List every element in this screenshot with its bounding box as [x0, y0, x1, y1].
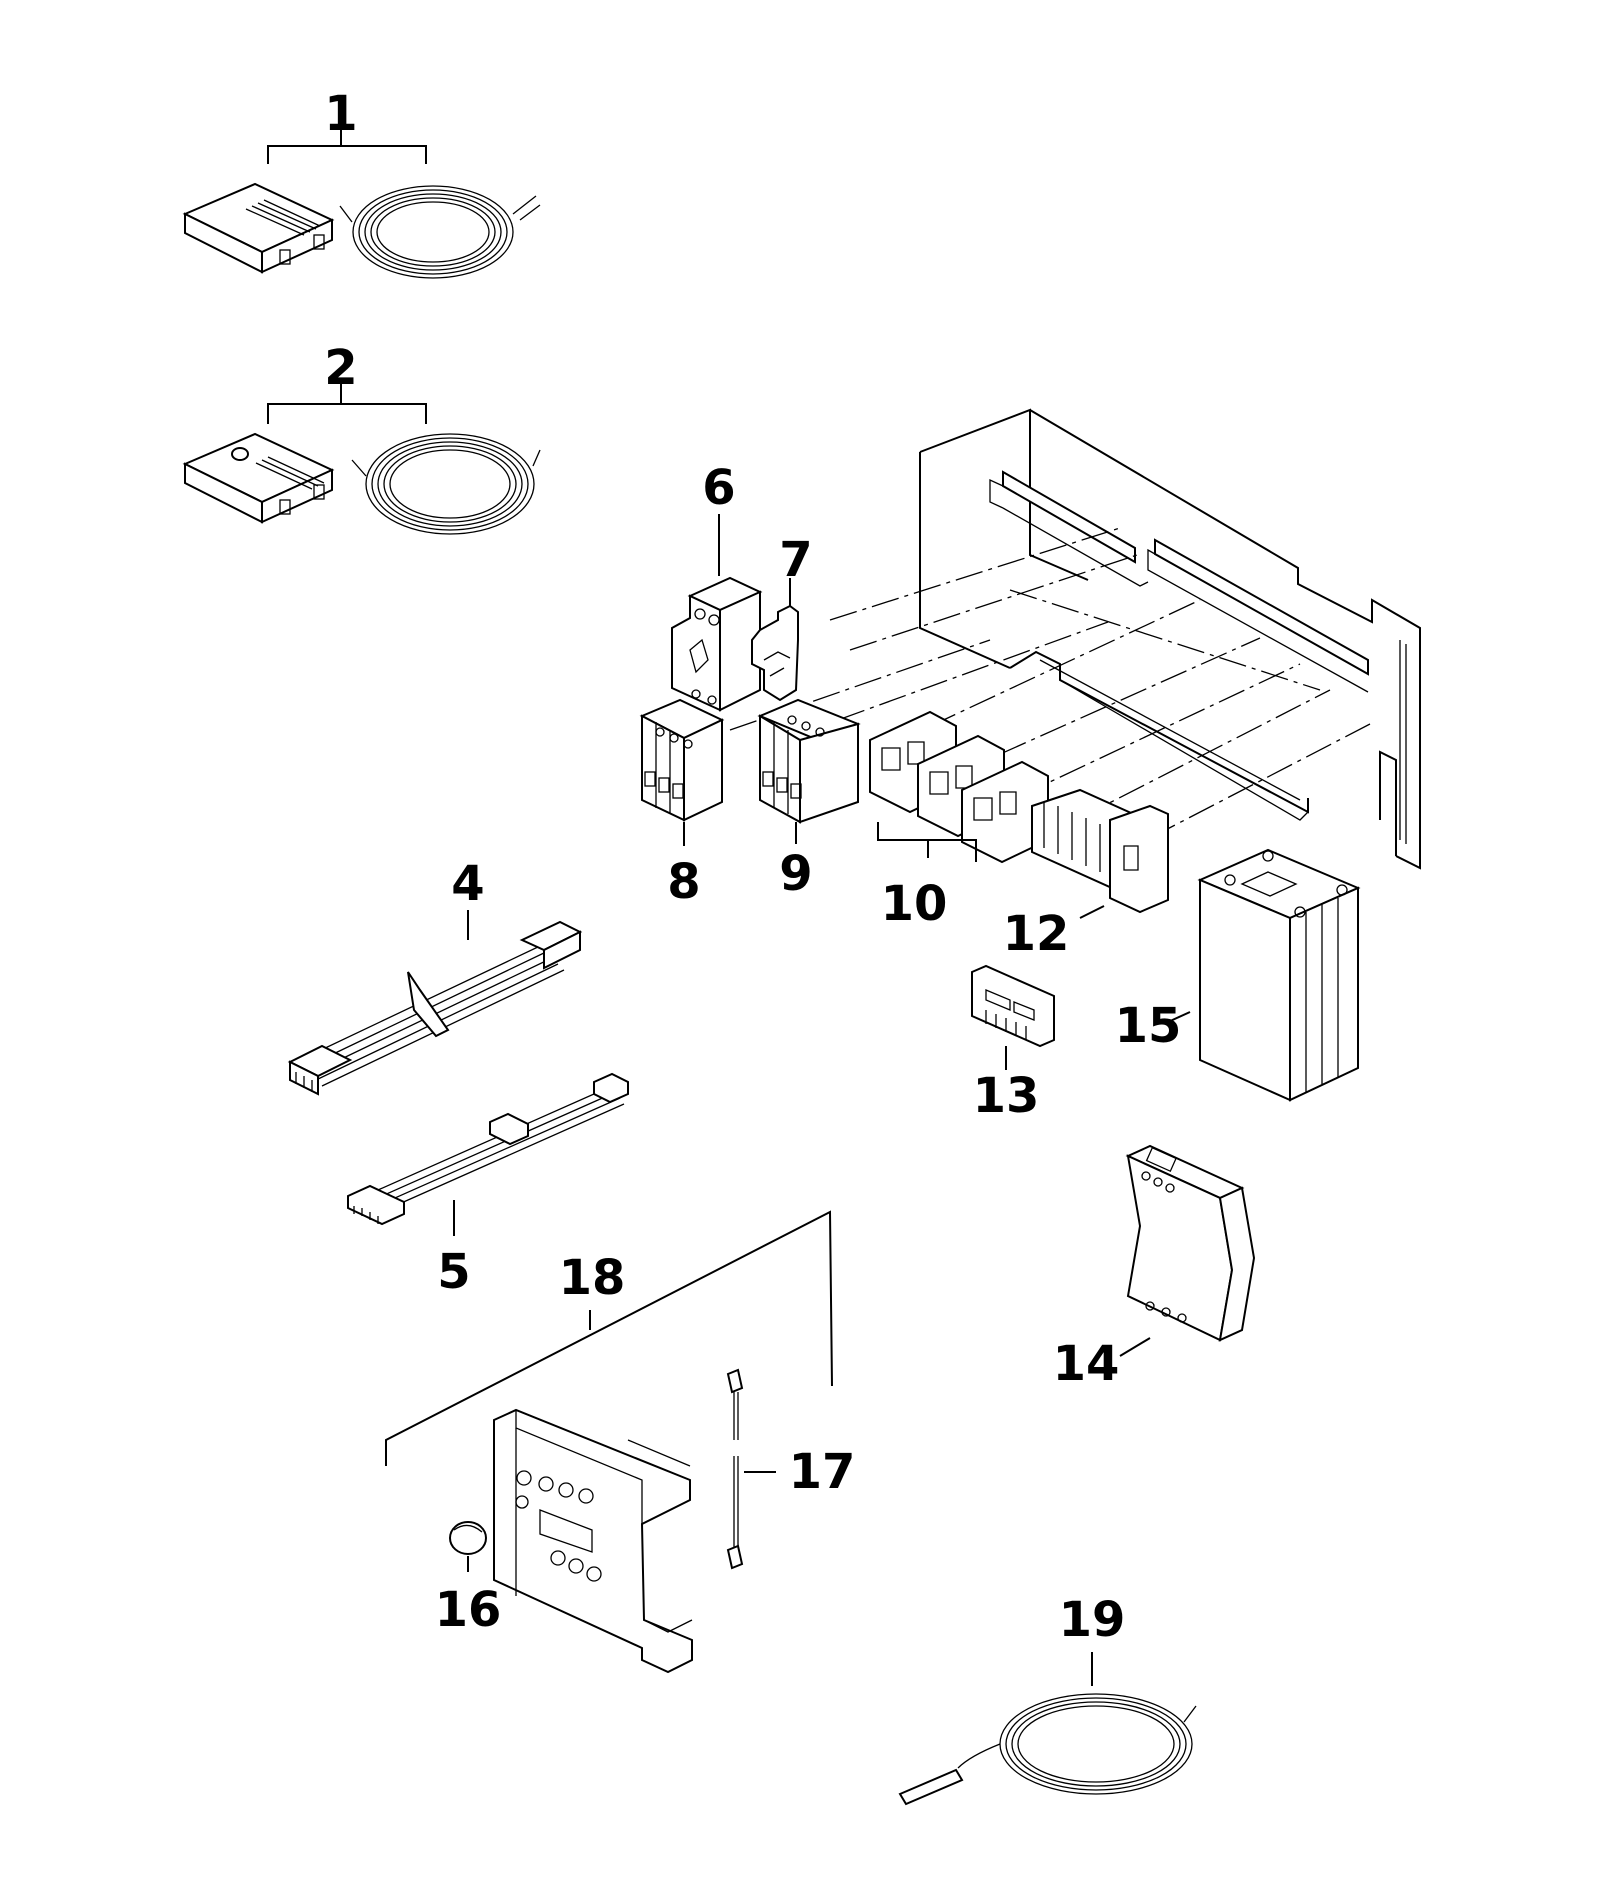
part-5-ribbon-cable: 5 — [347, 1072, 629, 1300]
callout-9: 9 — [779, 846, 812, 902]
part-1-sensor-kit: 1 — [182, 86, 541, 279]
part-7-aux-contact: 7 — [751, 532, 813, 702]
part-13-circuit-board: 13 — [971, 964, 1055, 1124]
callout-7: 7 — [779, 532, 812, 588]
part-9-three-pole-breaker: 9 — [757, 698, 861, 902]
callout-16: 16 — [435, 1582, 502, 1638]
callout-8: 8 — [667, 854, 700, 910]
cabinet-frame — [919, 408, 1421, 870]
callout-6: 6 — [702, 460, 735, 516]
part-6-motor-breaker: 6 — [671, 460, 763, 712]
callout-14: 14 — [1053, 1336, 1120, 1392]
part-2-sensor-kit: 2 — [182, 340, 541, 535]
callout-12: 12 — [1003, 906, 1070, 962]
callout-17: 17 — [789, 1444, 856, 1500]
projection-lines — [729, 527, 1371, 839]
control-panel — [493, 1408, 693, 1674]
part-10-contactors: 10 — [869, 710, 1049, 932]
part-4-wiring-harness: 4 — [287, 856, 583, 1096]
callout-1: 1 — [324, 86, 357, 142]
part-18-group-bracket: 18 — [385, 1210, 833, 1466]
callout-4: 4 — [451, 856, 484, 912]
callout-15: 15 — [1115, 998, 1182, 1054]
part-14-control-module: 14 — [1053, 1144, 1256, 1392]
part-19-temperature-sensor: 19 — [898, 1592, 1197, 1806]
callout-18: 18 — [559, 1250, 626, 1306]
part-15-power-unit: 15 — [1115, 848, 1361, 1102]
callout-5: 5 — [437, 1244, 470, 1300]
callout-10: 10 — [881, 876, 948, 932]
part-8-three-pole-breaker: 8 — [639, 698, 725, 910]
callout-19: 19 — [1059, 1592, 1126, 1648]
callout-2: 2 — [324, 340, 357, 396]
callout-13: 13 — [973, 1068, 1040, 1124]
part-17-patch-cable: 17 — [726, 1368, 856, 1570]
part-12-terminal-block: 12 — [1003, 788, 1169, 962]
part-16-knob: 16 — [435, 1521, 502, 1638]
